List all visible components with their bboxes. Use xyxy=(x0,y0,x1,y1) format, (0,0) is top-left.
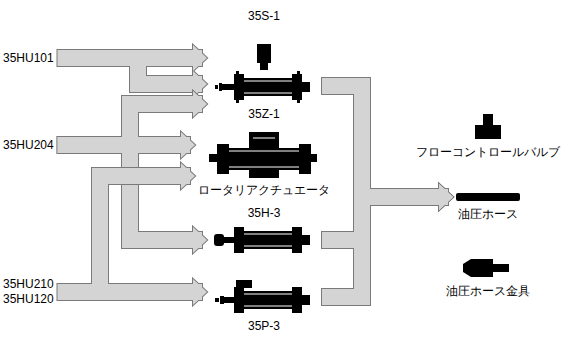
part-node: 油圧ホース xyxy=(456,190,520,222)
cylinder-icon xyxy=(214,70,314,104)
band-arrow-outline xyxy=(330,184,453,297)
series-label: 35HU204 xyxy=(3,137,54,153)
part-label: 35H-3 xyxy=(248,205,281,221)
part-node: 油圧ホース金具 xyxy=(446,255,530,299)
cylinder-icon xyxy=(214,280,314,316)
series-label: 35HU210 35HU120 xyxy=(3,277,54,307)
hose-icon xyxy=(456,190,520,204)
rotary-actuator-icon xyxy=(209,130,319,180)
sensor-icon xyxy=(249,42,279,72)
valve-icon xyxy=(471,112,505,142)
band-arrow xyxy=(330,184,453,297)
fitting-icon xyxy=(463,255,513,281)
part-node: 35H-3 xyxy=(210,205,318,257)
band-arrow xyxy=(66,163,195,292)
cylinder-icon xyxy=(214,223,314,257)
part-label: 油圧ホース金具 xyxy=(446,283,530,299)
band-arrow-outline xyxy=(66,163,195,292)
band-arrow-outline xyxy=(66,58,207,97)
series-label: 35HU101 xyxy=(3,50,54,66)
part-node: 35S-1 xyxy=(210,8,318,72)
band-arrow xyxy=(66,145,207,253)
part-node: ロータリアクチュエータ xyxy=(198,130,330,198)
part-label: ロータリアクチュエータ xyxy=(198,182,330,198)
part-node: 35P-3 xyxy=(210,280,318,334)
part-label: 35P-3 xyxy=(248,318,280,334)
series-label-node: 35HU101 xyxy=(3,50,54,66)
part-label: 35Z-1 xyxy=(248,106,279,122)
part-label: フローコントロールバルブ xyxy=(416,144,560,160)
series-label-node: 35HU210 35HU120 xyxy=(3,277,54,307)
part-node: 35Z-1 xyxy=(210,70,318,122)
part-node: フローコントロールバルブ xyxy=(416,112,560,160)
band-arrow xyxy=(66,58,207,97)
band-arrow-outline xyxy=(66,279,207,305)
band-arrow-outline xyxy=(66,145,207,253)
part-label: 35S-1 xyxy=(248,8,280,24)
band-arrow xyxy=(66,279,207,305)
series-label-node: 35HU204 xyxy=(3,137,54,153)
part-label: 油圧ホース xyxy=(458,206,518,222)
